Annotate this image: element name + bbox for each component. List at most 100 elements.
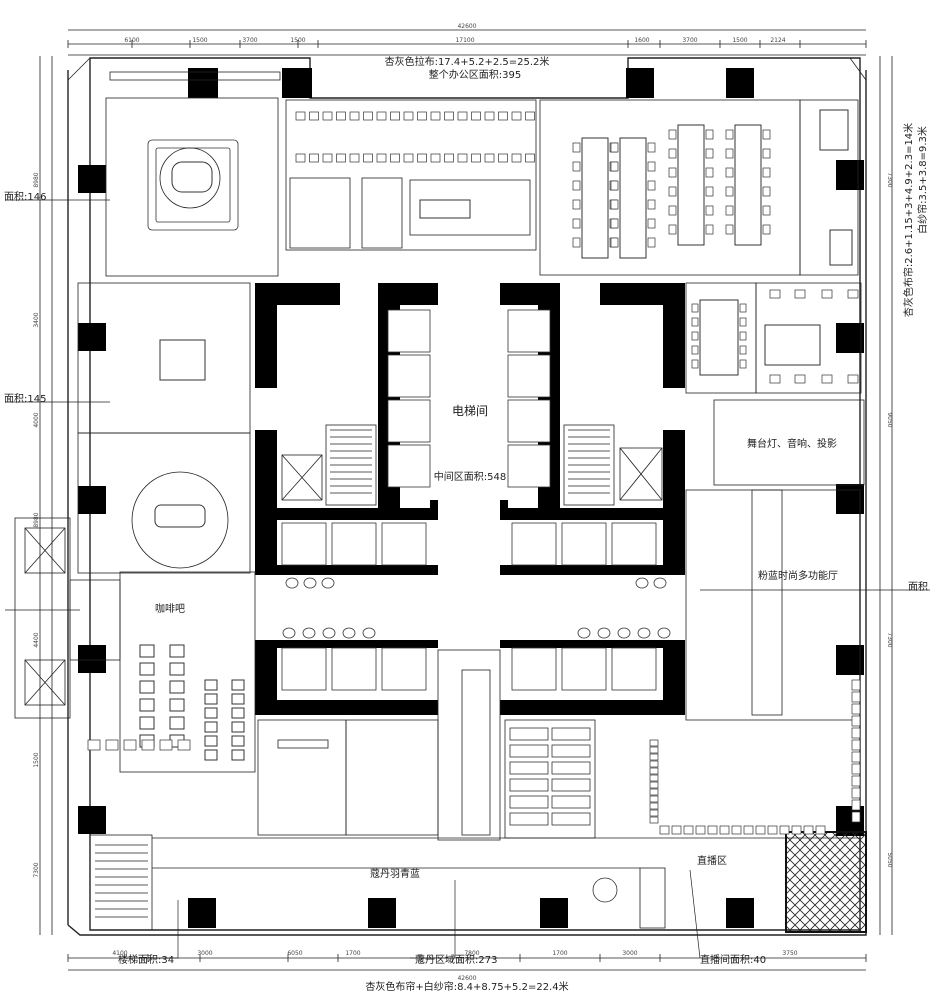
fixture	[362, 627, 376, 639]
elevator-hall-label: 电梯间	[452, 404, 488, 418]
curtain-bottom-label: 杏灰色布帘+白纱帘:8.4+8.75+5.2=22.4米	[365, 980, 568, 993]
column	[726, 898, 754, 928]
svg-text:3750: 3750	[782, 950, 797, 957]
svg-text:6050: 6050	[287, 950, 302, 957]
svg-text:4400: 4400	[33, 632, 40, 647]
svg-text:3000: 3000	[622, 950, 637, 957]
column	[836, 160, 864, 190]
elevator-car	[507, 399, 551, 443]
elevator-car	[331, 647, 377, 691]
structural-columns	[78, 68, 864, 928]
svg-text:1500: 1500	[290, 37, 305, 44]
fixture	[635, 577, 649, 589]
right-curtain-label: 杏灰色布帘:2.6+1.15+3+4.9+2.3=14米	[902, 123, 915, 317]
svg-text:7300: 7300	[33, 862, 40, 877]
column	[540, 898, 568, 928]
svg-text:3700: 3700	[682, 37, 697, 44]
svg-text:9050: 9050	[886, 412, 893, 427]
core-stairs	[281, 424, 663, 506]
fixture	[637, 627, 651, 639]
svg-text:7800: 7800	[464, 950, 479, 957]
elevator-car	[387, 399, 431, 443]
elevator-cars	[281, 309, 657, 691]
top-total-dim: 42600	[457, 23, 476, 30]
elevator-car	[281, 647, 327, 691]
svg-text:8980: 8980	[33, 512, 40, 527]
middle-area-label: 中间区面积:548	[434, 470, 506, 483]
svg-text:1600: 1600	[634, 37, 649, 44]
left-area-label-1: 面积:146	[4, 191, 46, 203]
svg-text:1500: 1500	[33, 752, 40, 767]
leader-lines	[5, 199, 930, 959]
svg-text:1500: 1500	[732, 37, 747, 44]
fixture	[321, 577, 335, 589]
live-room-hatch	[785, 831, 867, 933]
elevator-car	[611, 647, 657, 691]
column	[78, 165, 106, 193]
column	[726, 68, 754, 98]
column	[836, 484, 864, 514]
svg-text:4000: 4000	[33, 412, 40, 427]
stair-area-label: 楼梯面积:34	[118, 953, 174, 966]
fixture	[303, 577, 317, 589]
fixture	[577, 627, 591, 639]
column	[78, 806, 106, 834]
multi-hall-label: 粉蓝时尚多功能厅	[758, 569, 838, 582]
svg-text:3000: 3000	[197, 950, 212, 957]
bottom-total-dim: 42600	[457, 975, 476, 982]
svg-text:4100: 4100	[112, 950, 127, 957]
elevator-car	[387, 309, 431, 353]
elevator-car	[507, 444, 551, 488]
svg-text:3400: 3400	[33, 312, 40, 327]
right-area-label: 面积	[908, 581, 928, 593]
fixture	[597, 627, 611, 639]
left-area-label-2: 面积:145	[4, 393, 46, 405]
column	[188, 68, 218, 98]
right-gauze-label: 白纱帘:3.5+3.8=9.3米	[916, 126, 929, 234]
elevator-car	[511, 647, 557, 691]
svg-text:7300: 7300	[886, 172, 893, 187]
svg-text:8980: 8980	[33, 172, 40, 187]
elevator-car	[561, 647, 607, 691]
column	[836, 323, 864, 353]
elevator-car	[511, 522, 557, 566]
furniture	[87, 109, 861, 903]
elevator-car	[387, 444, 431, 488]
column	[836, 645, 864, 675]
kodan-area-label: 蔻丹区域面积:273	[415, 953, 497, 966]
svg-text:1700: 1700	[552, 950, 567, 957]
elevator-car	[387, 354, 431, 398]
partitions	[14, 71, 867, 933]
fixture	[342, 627, 356, 639]
elevator-car	[331, 522, 377, 566]
fixture	[653, 577, 667, 589]
coffee-bar-label: 咖啡吧	[155, 603, 185, 615]
elevator-car	[507, 309, 551, 353]
column	[78, 486, 106, 514]
labels: 杏灰色拉布:17.4+5.2+2.5=25.2米 整个办公区面积:395 面积:…	[4, 55, 929, 993]
fixture	[285, 577, 299, 589]
elevator-car	[507, 354, 551, 398]
elevator-car	[611, 522, 657, 566]
column	[282, 68, 312, 98]
office-area-label: 整个办公区面积:395	[429, 68, 521, 81]
elevator-car	[281, 522, 327, 566]
corridor-blue-label: 蔻丹羽青蓝	[370, 867, 420, 880]
column	[78, 323, 106, 351]
column	[368, 898, 396, 928]
dimension-lines	[39, 29, 893, 971]
fixture	[617, 627, 631, 639]
elevator-car	[381, 522, 427, 566]
elevator-car	[561, 522, 607, 566]
fixture	[282, 627, 296, 639]
live-room-area-label: 直播间面积:40	[700, 953, 766, 966]
curtain-top-label: 杏灰色拉布:17.4+5.2+2.5=25.2米	[385, 55, 550, 68]
svg-text:7300: 7300	[886, 632, 893, 647]
svg-text:5050: 5050	[886, 852, 893, 867]
column	[188, 898, 216, 928]
dimension-text: 42600 42600 6100 1500 3700 1500 17100 16…	[33, 23, 893, 982]
svg-text:17100: 17100	[455, 37, 474, 44]
fixture	[302, 627, 316, 639]
fixture	[657, 627, 671, 639]
